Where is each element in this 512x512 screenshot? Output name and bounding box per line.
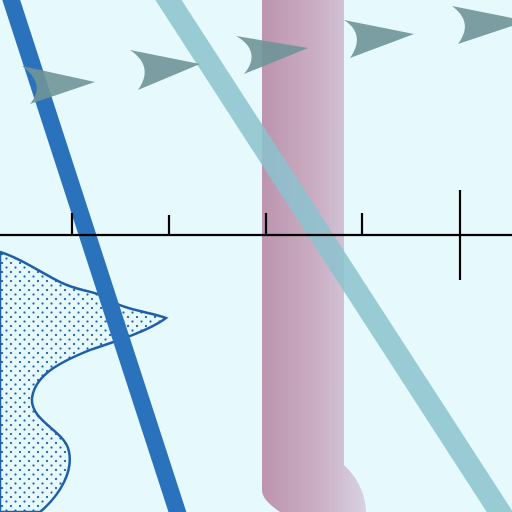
light-blue-road[interactable] xyxy=(155,0,512,512)
flow-arrow-icon xyxy=(452,6,512,44)
flow-arrow-icon xyxy=(344,20,414,58)
flow-arrow-icon xyxy=(22,66,95,104)
scale-line xyxy=(0,190,512,280)
flow-arrows xyxy=(22,6,512,104)
mauve-band[interactable] xyxy=(262,0,366,512)
flow-arrow-icon xyxy=(236,36,308,74)
dotted-region[interactable] xyxy=(0,250,169,512)
flow-arrow-icon xyxy=(130,50,200,90)
